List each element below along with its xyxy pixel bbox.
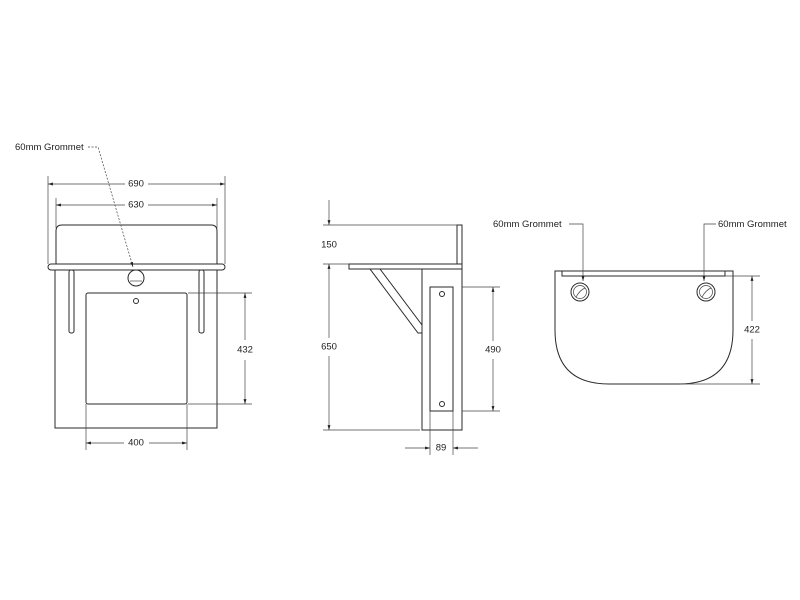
dim-label-422: 422	[744, 325, 760, 336]
mounting-plate	[429, 286, 454, 412]
grommet-label-right: 60mm Grommet	[718, 219, 787, 230]
dim-label-630: 630	[128, 200, 144, 211]
dim-label-690: 690	[128, 179, 144, 190]
screw-icon	[439, 291, 445, 297]
dim-label-650: 650	[321, 342, 337, 353]
dimension-400: 400	[85, 404, 188, 450]
dimension-422: 422	[680, 275, 760, 385]
access-panel	[85, 292, 188, 405]
grommet-left	[570, 282, 590, 302]
grommet-label: 60mm Grommet	[15, 142, 84, 153]
dim-label-432: 432	[237, 345, 253, 356]
side-shelf	[348, 263, 463, 270]
side-view: 150 650 490 89	[321, 200, 501, 455]
side-bracket	[369, 268, 423, 334]
side-backsplash	[456, 224, 463, 270]
dimension-490: 490	[462, 286, 501, 412]
top-view: 60mm Grommet 60mm Grommet 422	[493, 219, 787, 385]
dim-label-89: 89	[436, 443, 447, 454]
grommet	[127, 269, 145, 287]
leg-left	[68, 269, 75, 334]
grommet-right	[696, 282, 716, 302]
backsplash	[55, 224, 218, 264]
dimension-150: 150	[321, 200, 457, 251]
leg-right	[198, 269, 205, 334]
screw-icon	[133, 298, 139, 304]
basin-outline	[554, 270, 734, 385]
shelf	[47, 263, 226, 271]
dim-label-490: 490	[485, 345, 501, 356]
dim-label-400: 400	[128, 438, 144, 449]
dimension-89: 89	[405, 411, 478, 455]
dim-label-150: 150	[321, 240, 337, 251]
dimension-690: 690	[48, 179, 225, 190]
grommet-leader: 60mm Grommet	[15, 142, 134, 268]
grommet-label-left: 60mm Grommet	[493, 219, 562, 230]
front-view: 690 630 60mm Grommet 432	[15, 142, 253, 450]
dimension-650: 650	[321, 263, 420, 431]
dimension-630: 630	[56, 200, 217, 211]
top-backsplash	[561, 270, 726, 277]
screw-icon	[439, 401, 445, 407]
dimension-432: 432	[188, 292, 253, 405]
